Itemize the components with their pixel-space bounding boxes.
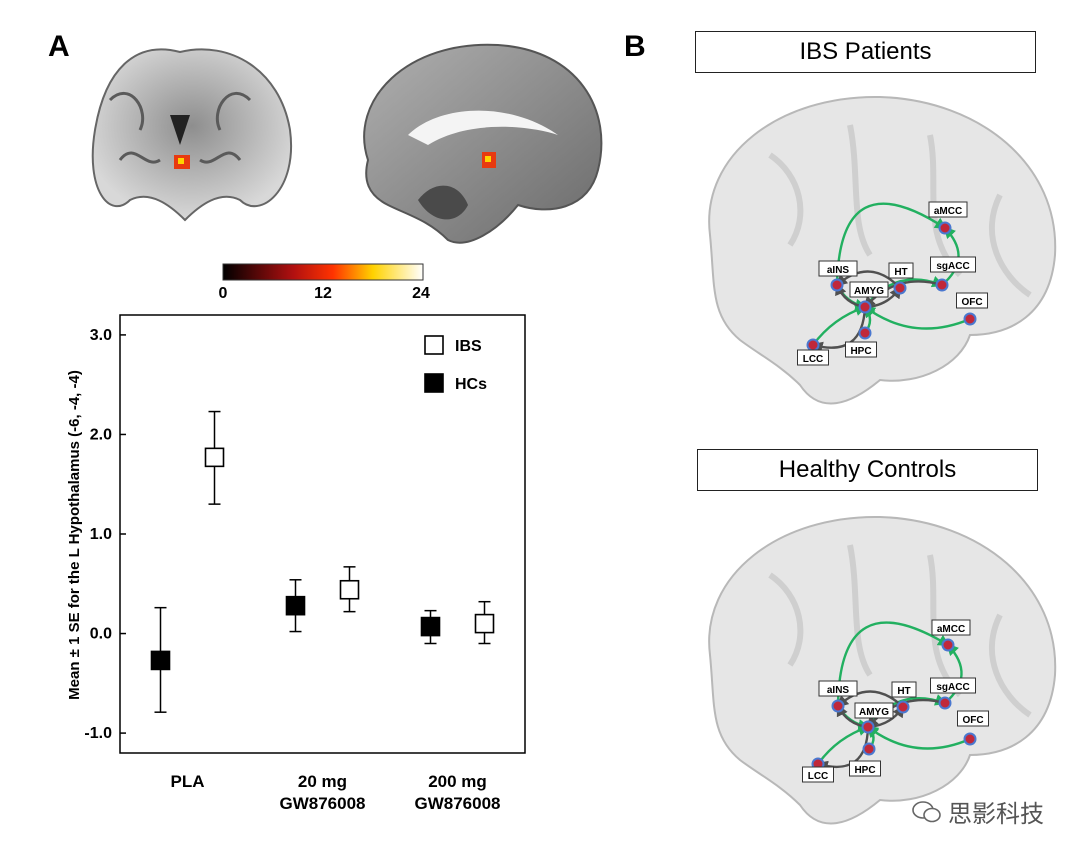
node-label-box [802,766,834,783]
node-label-box [818,680,858,697]
node-label-lcc: LCC [808,771,829,782]
node-ofc [963,732,977,746]
node-ofc [963,312,977,326]
node-label-ains: aINS [827,685,850,696]
mean-marker [285,595,306,616]
node-lcc [806,338,820,352]
node-label-hpc: HPC [854,765,875,776]
colorbar-tick-mid: 12 [314,285,332,302]
node-label-sgacc: sgACC [936,261,969,272]
node-amyg [858,300,872,314]
node-label-box [888,262,914,279]
sagittal-slice [363,43,603,244]
node-amyg [861,720,875,734]
node-hpc [862,742,876,756]
connection-ains-amcc [835,202,948,286]
node-label-box [818,260,858,277]
node-label-ofc: OFC [962,715,983,726]
node-amcc [941,638,955,652]
mean-marker [150,650,171,671]
node-label-sgacc: sgACC [936,682,969,693]
node-ht [893,281,907,295]
node-label-lcc: LCC [803,354,824,365]
colorbar-tick-max: 24 [412,285,430,302]
node-ht [896,700,910,714]
panel-label-a: A [48,30,70,63]
mean-marker [420,616,441,637]
panel-label-b: B [624,30,646,63]
brain-gyri [768,124,1032,298]
y-tick-label: 3.0 [90,327,112,344]
y-tick-label: 1.0 [90,526,112,543]
healthy-controls-title: Healthy Controls [697,449,1038,491]
y-axis-label: Mean ± 1 SE for the L Hypothalamus (-6, … [66,370,83,700]
node-label-box [930,677,976,694]
node-hpc [858,326,872,340]
node-label-box [849,760,881,777]
mean-marker [204,447,225,468]
node-label-amcc: aMCC [937,624,965,635]
node-label-box [845,341,877,358]
node-label-box [931,619,971,636]
node-ains [831,699,845,713]
watermark-text: 思影科技 [948,801,1044,828]
data-point-hcs [420,609,441,645]
node-label-box [891,681,917,698]
legend-swatch [424,373,444,393]
legend-label: HCs [455,376,487,393]
data-point-ibs [474,600,495,645]
node-label-ht: HT [897,686,910,697]
node-label-ofc: OFC [961,297,982,308]
colorbar: 0 12 24 [219,263,430,302]
mean-marker [474,613,495,634]
brain-gyri [768,544,1032,718]
legend-label: IBS [455,338,482,355]
node-label-box [854,702,894,719]
connection-ains-amcc [836,621,951,707]
legend-swatch [424,335,444,355]
data-point-ibs [204,410,225,505]
node-sgacc [938,696,952,710]
ibs-patients-title: IBS Patients [695,31,1036,73]
colorbar-gradient [222,263,424,281]
y-tick-label: 2.0 [90,426,112,443]
watermark: 思影科技 [912,794,1044,829]
data-point-hcs [150,606,171,713]
y-tick-label: -1.0 [84,725,112,742]
node-label-ht: HT [894,267,907,278]
node-label-box [956,292,988,309]
x-tick-label: PLA [171,772,205,791]
node-label-box [957,710,989,727]
node-label-hpc: HPC [850,346,871,357]
mean-marker [339,579,360,600]
node-label-box [797,349,829,366]
node-label-amyg: AMYG [859,707,889,718]
data-point-hcs [285,579,306,633]
data-point-ibs [339,566,360,613]
node-label-box [930,256,976,273]
connection-ht-ains [836,690,904,708]
brain-slice-images [91,43,603,244]
connection-ht-ains [835,270,901,289]
node-label-amyg: AMYG [854,286,884,297]
node-sgacc [935,278,949,292]
node-label-box [928,201,968,218]
hc-network-diagram: aMCC aINS HT sgACC AMYG OFC LCC HPC [708,515,1057,825]
node-label-amcc: aMCC [934,206,962,217]
node-label-box [849,281,889,298]
brain-silhouette [708,95,1057,405]
node-amcc [938,221,952,235]
coronal-slice [91,48,293,222]
y-tick-label: 0.0 [90,626,112,643]
node-ains [830,278,844,292]
connection-sgacc-amcc [944,643,963,704]
wechat-icon [912,800,941,822]
node-label-ains: aINS [827,265,850,276]
colorbar-tick-min: 0 [219,285,228,302]
ibs-network-diagram: aMCC aINS HT sgACC AMYG OFC LCC HPC [708,95,1057,405]
brain-silhouette [708,515,1057,825]
